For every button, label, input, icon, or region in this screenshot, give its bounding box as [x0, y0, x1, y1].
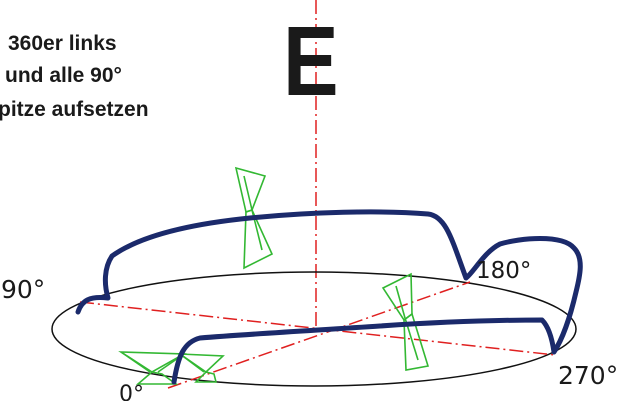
label-90-degrees: 90°: [1, 275, 45, 304]
rotation-path: [75, 209, 583, 385]
instruction-line-1: 360er links: [8, 32, 117, 55]
instruction-line-3: pitze aufsetzen: [0, 98, 149, 121]
label-0-degrees: 0°: [119, 382, 144, 401]
front-marker-right: [177, 353, 225, 383]
label-180-degrees: 180°: [476, 258, 531, 284]
front-marker-left: [118, 351, 187, 385]
axis-90-270: [79, 301, 556, 356]
right-marker: [381, 272, 430, 371]
instruction-line-2: und alle 90°: [5, 64, 122, 87]
label-270-degrees: 270°: [558, 361, 618, 390]
axis-letter-e: E: [283, 8, 339, 117]
axis-0-180: [167, 281, 471, 389]
base-ellipse: [51, 271, 577, 387]
